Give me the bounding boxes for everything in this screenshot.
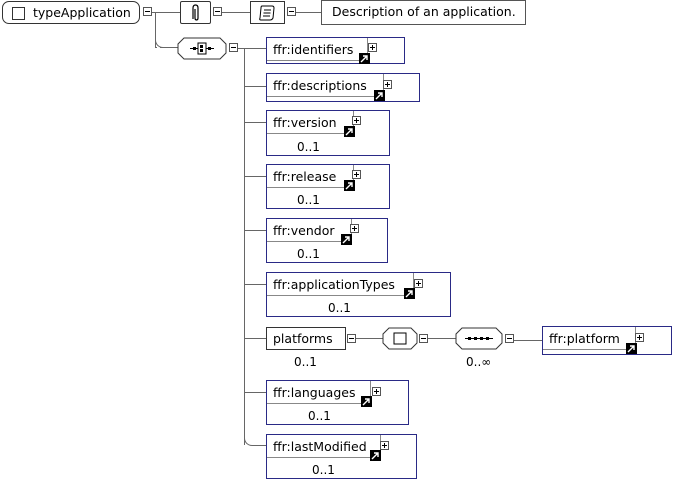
element-label: ffr:identifiers — [273, 42, 354, 57]
collapse-icon[interactable] — [347, 334, 356, 343]
cardinality: 0..1 — [312, 463, 335, 477]
connector-line — [236, 48, 266, 49]
element-label: ffr:release — [273, 169, 337, 184]
element-label: ffr:languages — [273, 385, 356, 400]
element-label: platforms — [273, 331, 333, 346]
collapse-icon[interactable] — [505, 334, 514, 343]
connector-line — [355, 338, 383, 339]
cardinality: 0..1 — [328, 301, 351, 315]
expand-icon[interactable] — [352, 170, 361, 179]
cardinality: 0..1 — [297, 247, 320, 261]
expand-icon[interactable] — [368, 43, 377, 52]
element-application-types[interactable]: ffr:applicationTypes 0..1 — [266, 272, 451, 317]
documentation-icon — [259, 5, 275, 21]
connector-line — [162, 12, 180, 13]
element-release[interactable]: ffr:release 0..1 — [266, 164, 390, 209]
element-label: ffr:vendor — [273, 223, 335, 238]
sequence-compositor[interactable] — [455, 327, 503, 350]
element-label: ffr:applicationTypes — [273, 277, 395, 292]
expand-icon[interactable] — [350, 224, 359, 233]
connector-line — [244, 86, 266, 87]
expand-icon[interactable] — [372, 387, 381, 396]
expand-icon[interactable] — [352, 116, 361, 125]
collapse-icon[interactable] — [287, 7, 296, 16]
connector-line — [296, 12, 321, 13]
reference-arrow-icon — [361, 396, 372, 407]
reference-arrow-icon — [404, 288, 415, 299]
reference-arrow-icon — [370, 450, 381, 461]
element-label: ffr:lastModified — [273, 439, 367, 454]
element-vendor[interactable]: ffr:vendor 0..1 — [266, 218, 388, 263]
element-label: ffr:platform — [549, 331, 620, 346]
cardinality: 0..1 — [294, 355, 317, 369]
documentation-node[interactable] — [250, 1, 285, 24]
root-label: typeApplication — [33, 5, 131, 20]
connector-line — [222, 12, 250, 13]
annotation-box: Description of an application. — [321, 0, 526, 25]
element-label-box — [267, 273, 414, 296]
element-platforms[interactable]: platforms — [266, 327, 346, 350]
element-last-modified[interactable]: ffr:lastModified 0..1 — [266, 434, 417, 479]
connector-line — [244, 48, 245, 445]
connector-line — [244, 284, 266, 285]
connector-line — [244, 176, 266, 177]
expand-icon[interactable] — [635, 333, 644, 342]
cardinality: 0..1 — [297, 140, 320, 154]
expand-icon[interactable] — [414, 279, 423, 288]
type-application-node[interactable]: typeApplication — [2, 1, 140, 24]
collapse-icon[interactable] — [213, 7, 222, 16]
reference-arrow-icon — [626, 343, 637, 354]
connector-curve — [155, 34, 177, 48]
element-descriptions[interactable]: ffr:descriptions — [266, 73, 420, 102]
collapse-icon[interactable] — [419, 334, 428, 343]
element-version[interactable]: ffr:version 0..1 — [266, 110, 390, 156]
attributes-node[interactable] — [180, 1, 211, 24]
element-label: ffr:version — [273, 115, 337, 130]
cardinality: 0..1 — [308, 409, 331, 423]
expand-icon[interactable] — [380, 441, 389, 450]
element-label-box — [267, 381, 371, 404]
connector-line — [244, 338, 266, 339]
connector-line — [244, 230, 266, 231]
element-label-box — [267, 38, 368, 61]
connector-line — [244, 122, 266, 123]
collapse-icon[interactable] — [143, 7, 152, 16]
sequence-compositor[interactable] — [177, 37, 227, 60]
reference-arrow-icon — [359, 53, 370, 64]
connector-line — [512, 340, 542, 341]
connector-line — [428, 338, 456, 339]
paperclip-icon — [192, 4, 199, 21]
reference-arrow-icon — [344, 126, 355, 137]
collapse-icon[interactable] — [229, 43, 238, 52]
element-identifiers[interactable]: ffr:identifiers — [266, 37, 405, 64]
reference-arrow-icon — [374, 90, 385, 101]
connector-line — [244, 392, 266, 393]
complex-type-compositor[interactable] — [382, 327, 418, 350]
annotation-text: Description of an application. — [332, 4, 516, 19]
reference-arrow-icon — [341, 234, 352, 245]
connector-curve — [244, 432, 266, 446]
cardinality: 0..∞ — [466, 355, 492, 369]
element-label: ffr:descriptions — [273, 78, 367, 93]
element-platform[interactable]: ffr:platform — [542, 326, 672, 355]
reference-arrow-icon — [344, 180, 355, 191]
connector-line — [155, 47, 157, 48]
complex-type-icon — [12, 7, 25, 20]
expand-icon[interactable] — [383, 80, 392, 89]
connector-line — [155, 12, 156, 48]
cardinality: 0..1 — [297, 193, 320, 207]
connector-line — [152, 12, 162, 13]
element-languages[interactable]: ffr:languages 0..1 — [266, 380, 409, 425]
